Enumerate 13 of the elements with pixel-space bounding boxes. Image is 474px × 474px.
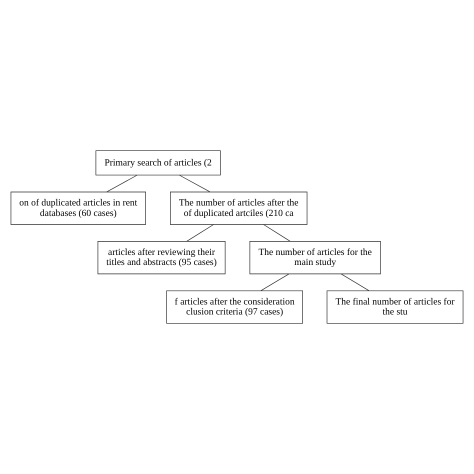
node-box: The number of articles after the of duplicated artciles (210 ca <box>170 192 308 225</box>
node-box: articles after reviewing their titles and abstracts (95 cases) <box>98 241 226 274</box>
node-box: on of duplicated articles in rent databases (60 cases) <box>10 192 146 225</box>
connector <box>186 224 214 242</box>
connector <box>106 174 138 192</box>
connector <box>260 274 290 292</box>
node-box: The number of articles for the main study <box>250 241 381 274</box>
node-box: Primary search of articles (2 <box>96 150 221 176</box>
connector <box>340 274 370 292</box>
connector <box>178 174 210 192</box>
connector <box>263 224 291 242</box>
node-box: f articles after the consideration clusion criteria (97 cases) <box>166 290 303 324</box>
node-box: The final number of articles for the stu <box>326 290 464 324</box>
